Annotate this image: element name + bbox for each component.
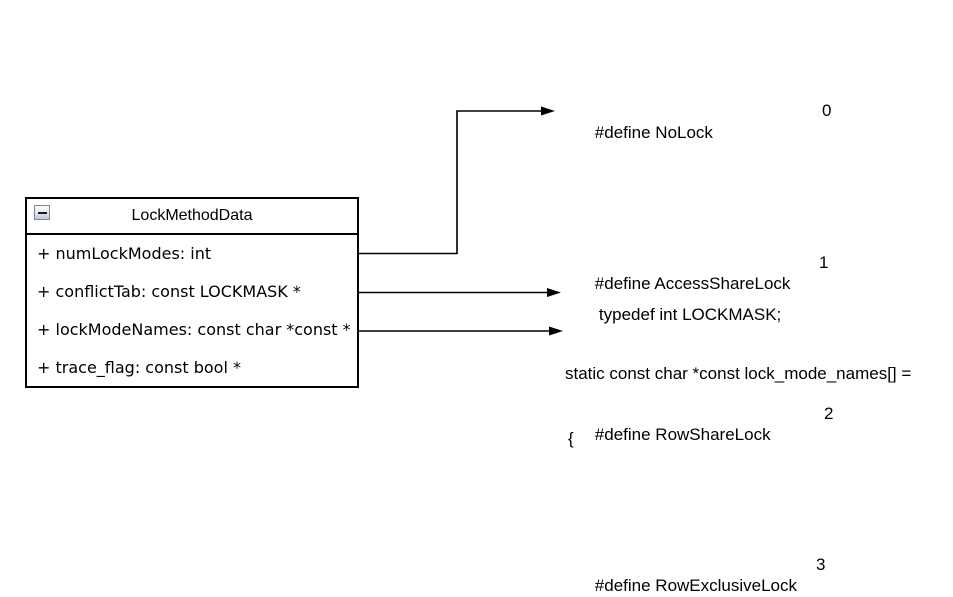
attribute-text: + lockModeNames: const char *const *	[37, 319, 351, 339]
define-value: 0	[822, 101, 832, 121]
array-string-item: "INVALID",	[565, 579, 911, 597]
define-text: #define AccessShareLock	[594, 274, 791, 294]
attribute-text: + numLockModes: int	[37, 244, 212, 264]
define-line: #define RowShareLock 2	[557, 403, 863, 489]
array-header: static const char *const lock_mode_names…	[565, 364, 912, 384]
define-line: #define AccessShareLock 1	[557, 252, 863, 338]
define-line: #define RowExclusiveLock 3	[557, 554, 863, 597]
class-attribute: + conflictTab: const LOCKMASK *	[27, 273, 357, 311]
define-value: 2	[824, 403, 834, 423]
class-header: LockMethodData	[27, 199, 357, 235]
class-attribute: + numLockModes: int	[27, 235, 357, 273]
attribute-text: + trace_flag: const bool *	[37, 357, 241, 377]
array-code-block: static const char *const lock_mode_names…	[565, 320, 911, 597]
arrow-numlockmodes-to-defines	[359, 106, 555, 255]
collapse-minus-icon[interactable]	[34, 205, 50, 220]
define-value: 3	[816, 554, 826, 574]
class-attribute: + lockModeNames: const char *const *	[27, 311, 357, 349]
array-strings: "INVALID", "AccessShareLock", "RowShareL…	[565, 493, 911, 597]
attribute-list: + numLockModes: int + conflictTab: const…	[27, 235, 357, 386]
define-text: #define NoLock	[594, 122, 713, 142]
minus-glyph	[37, 211, 47, 214]
class-title: LockMethodData	[131, 207, 253, 224]
define-value: 1	[819, 252, 829, 272]
attribute-text: + conflictTab: const LOCKMASK *	[37, 282, 301, 302]
define-text: #define RowExclusiveLock	[594, 576, 798, 596]
arrow-lockmodenames-to-array	[359, 326, 563, 336]
arrow-conflicttab-to-typedef	[359, 288, 561, 297]
define-text: #define RowShareLock	[594, 425, 771, 445]
class-node-lockmethoddata[interactable]: LockMethodData + numLockModes: int + con…	[25, 197, 359, 388]
define-line: #define NoLock 0	[557, 100, 863, 186]
array-open-brace: {	[568, 428, 574, 448]
typedef-text: typedef int LOCKMASK;	[598, 304, 782, 324]
class-attribute: + trace_flag: const bool *	[27, 348, 357, 386]
define-code-block: #define NoLock 0 #define AccessShareLock…	[557, 14, 863, 597]
typedef-code-block: typedef int LOCKMASK;	[580, 282, 781, 347]
